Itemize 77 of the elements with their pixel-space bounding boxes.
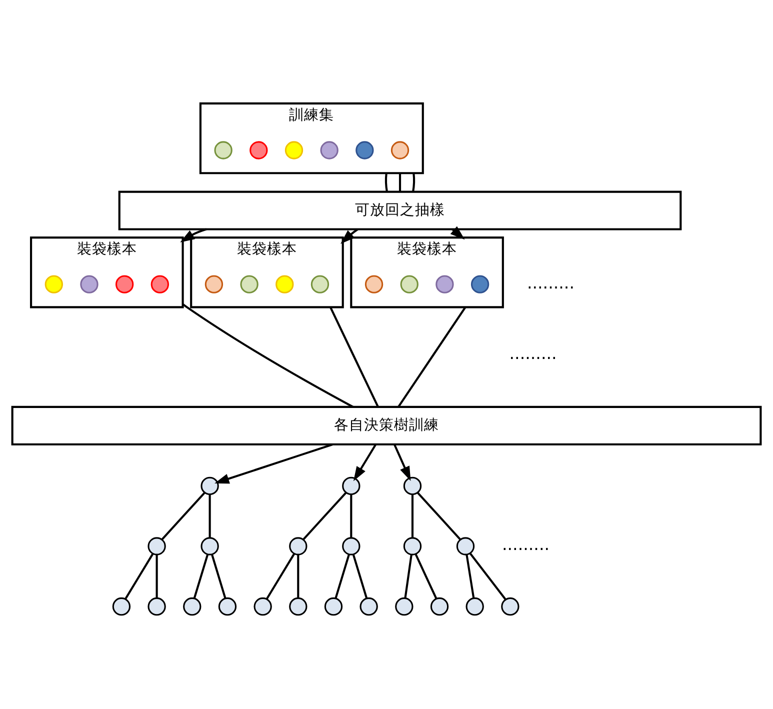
connector [208,494,211,538]
connector [329,306,379,407]
node-circle [342,476,360,495]
cluster: 裝袋樣本 [190,236,344,308]
arrow [340,228,358,244]
label: ......... [502,534,550,554]
node-circle [470,274,490,293]
node-circle [276,274,294,293]
node-box: 各自決策樹訓練 [11,405,762,445]
node-circle [403,536,422,555]
cluster: 訓練集 [199,102,424,174]
node-circle [430,596,449,616]
node-circle [204,274,224,293]
node-circle [342,536,360,555]
node-circle [289,596,308,616]
node-circle [148,596,166,616]
node-circle [466,596,484,616]
connector [412,172,416,192]
arrow [353,443,377,481]
connector [193,554,209,598]
node-circle [112,596,131,616]
connector [384,172,388,192]
node-circle [80,274,98,293]
node-circle [395,596,414,616]
connector [404,554,412,598]
node-box: 可放回之抽樣 [118,190,682,230]
connector [210,554,226,598]
node-circle [501,596,520,616]
node-circle [284,140,304,159]
connector [156,554,158,598]
node-circle [183,596,202,616]
connector [350,494,352,538]
node-circle [436,274,454,293]
connector [417,492,461,540]
node-circle [115,274,134,293]
connector [182,302,354,408]
node-circle [200,536,219,555]
cluster: 裝袋樣本 [30,236,184,308]
connector [466,554,475,598]
connector [124,552,154,599]
arrow [394,444,411,481]
label: ......... [509,343,557,362]
label: ......... [526,272,574,292]
node-circle [400,274,418,293]
node-circle [150,274,169,293]
connector [297,554,300,598]
connector [352,554,368,598]
node-circle [403,476,422,495]
connector [334,554,350,598]
node-circle [324,596,343,616]
arrow [214,443,333,484]
connector [398,172,402,192]
node-circle [456,536,475,555]
arrow [180,228,207,242]
node-circle [310,274,330,293]
node-circle [148,536,166,555]
node-circle [390,140,410,159]
node-circle [364,274,384,293]
connector [302,492,347,540]
connector [398,306,466,407]
node-circle [289,536,308,555]
connector [161,492,206,540]
node-circle [320,140,338,159]
node-circle [214,140,232,159]
node-circle [360,596,378,616]
connector [414,553,438,598]
connector [411,494,414,538]
cluster: 裝袋樣本 [350,236,504,308]
node-circle [254,596,272,616]
connector [469,552,506,600]
node-circle [356,140,374,159]
node-circle [240,274,258,293]
node-circle [44,274,63,293]
node-circle [200,476,219,495]
node-circle [250,140,268,159]
connector [266,552,295,599]
node-circle [218,596,237,616]
